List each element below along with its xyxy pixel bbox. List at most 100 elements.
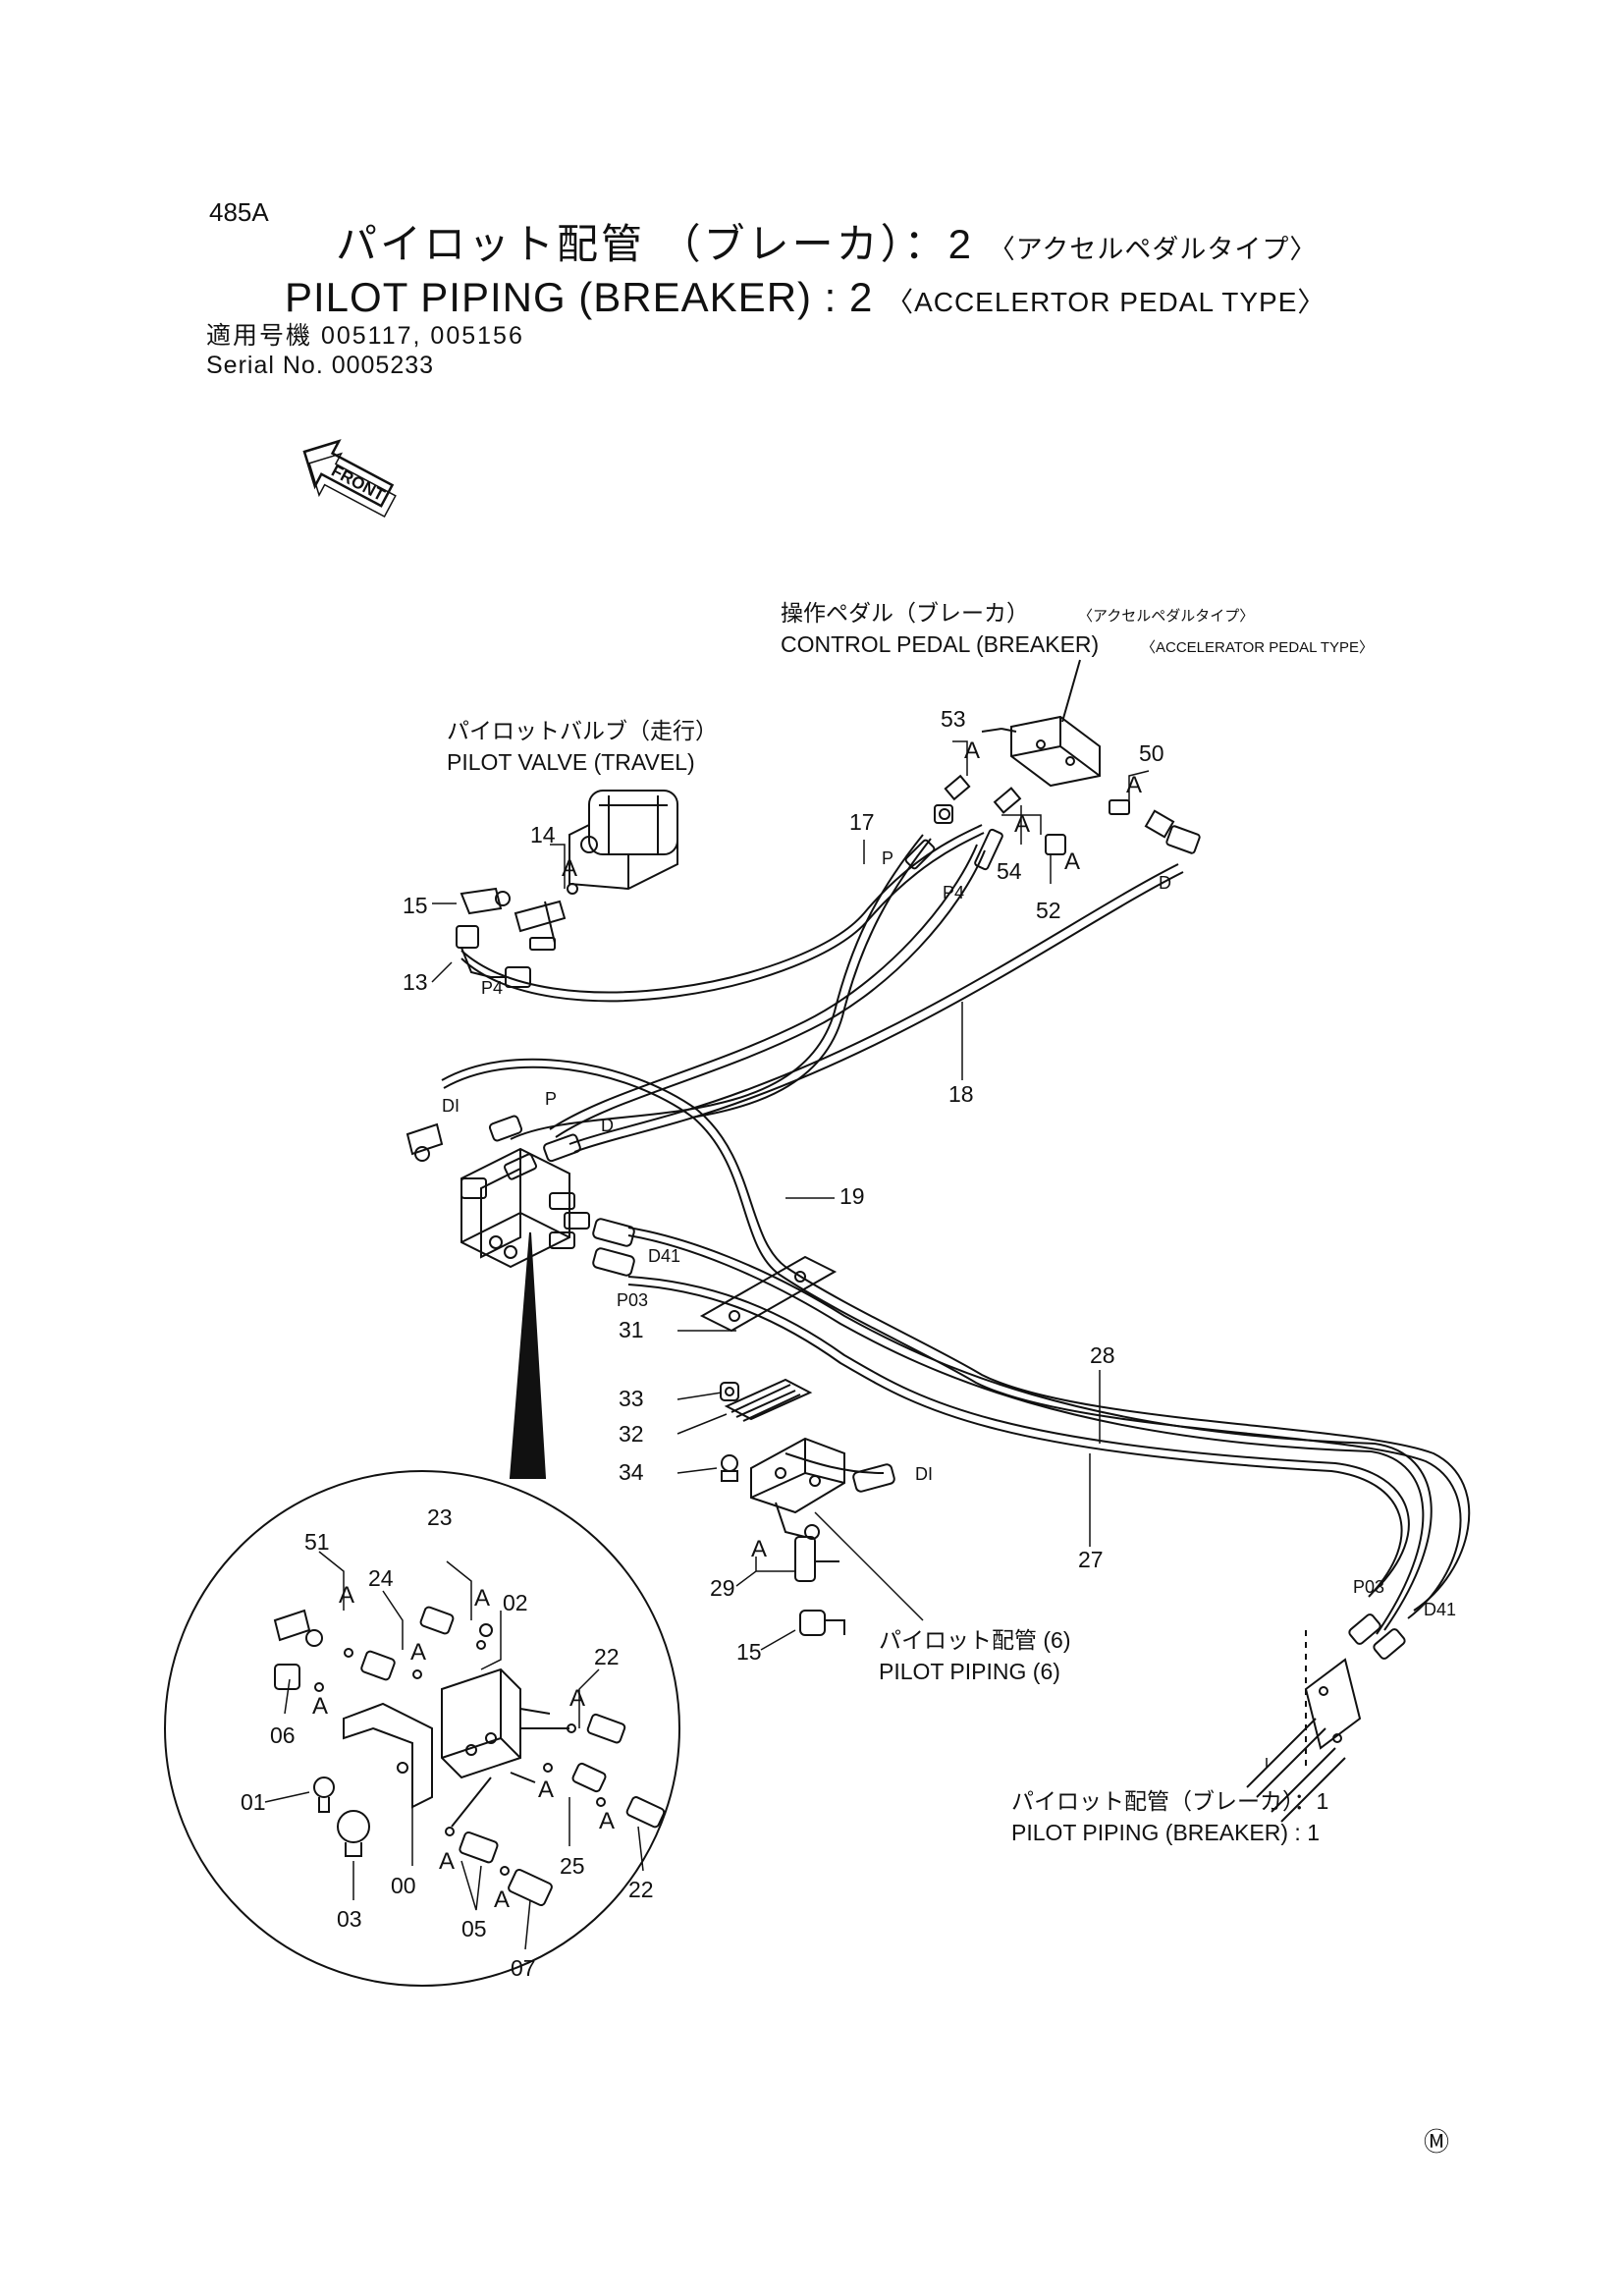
lower-junction-block xyxy=(750,1437,895,1636)
control-pedal-valve xyxy=(981,715,1101,788)
m-mark: Ⓜ xyxy=(1424,2127,1449,2157)
callout-32: 32 xyxy=(619,1421,644,1447)
serial-en-label: Serial No. xyxy=(206,352,324,379)
seal-a-6: A xyxy=(751,1536,767,1562)
callout-07: 07 xyxy=(511,1955,536,1981)
seal-a-13: A xyxy=(599,1808,615,1834)
bracket-plate xyxy=(1304,1658,1362,1750)
callout-01: 01 xyxy=(241,1789,266,1815)
hose-19 xyxy=(441,1058,1471,1612)
title-en-sub: 〈ACCELERTOR PEDAL TYPE〉 xyxy=(886,287,1326,317)
callout-15a: 15 xyxy=(403,893,428,918)
fitting-15-lower xyxy=(799,1610,826,1636)
callout-14: 14 xyxy=(530,822,556,847)
port-p-mid: P xyxy=(545,1089,557,1109)
port-p03-right: P03 xyxy=(1353,1577,1384,1597)
seal-a-15: A xyxy=(494,1886,510,1913)
title-jp-sub: 〈アクセルペダルタイプ〉 xyxy=(988,235,1318,264)
pilot-piping1-jp: パイロット配管（ブレーカ）：1 xyxy=(1011,1788,1328,1814)
seal-a-5: A xyxy=(1126,772,1142,798)
bolt-34 xyxy=(721,1454,738,1472)
callouts: 15 13 14 53 17 54 52 50 18 19 28 27 31 3… xyxy=(241,706,1164,1981)
seal-a-7: A xyxy=(339,1582,354,1609)
hose-p4 xyxy=(549,844,978,1130)
callout-15b: 15 xyxy=(736,1639,762,1665)
page-title-jp: パイロット配管 （ブレーカ）：2 〈アクセルペダルタイプ〉 xyxy=(336,224,1317,265)
callout-25: 25 xyxy=(560,1853,585,1879)
port-p4-left: P4 xyxy=(481,978,503,998)
port-marks: P P4 D P4 DI P D D41 P03 DI P03 D41 xyxy=(442,848,1456,1619)
hose-18 xyxy=(568,863,1179,1145)
serial-en: Serial No. 0005233 xyxy=(206,354,434,378)
callout-23: 23 xyxy=(427,1504,453,1530)
seal-a-10: A xyxy=(569,1685,585,1712)
port-d41-mid: D41 xyxy=(648,1246,680,1266)
spacer-33 xyxy=(720,1382,739,1401)
port-p03-mid: P03 xyxy=(617,1290,648,1310)
port-di-left: DI xyxy=(442,1096,460,1116)
page-code: 485A xyxy=(209,197,269,227)
serial-jp: 適用号機 005117, 005156 xyxy=(206,324,524,349)
callout-29: 29 xyxy=(710,1575,735,1601)
callout-05: 05 xyxy=(461,1916,487,1941)
callout-13: 13 xyxy=(403,969,428,995)
title-en-main: PILOT PIPING (BREAKER) : 2 xyxy=(285,274,874,320)
seal-a-9: A xyxy=(474,1585,490,1612)
seal-a-2: A xyxy=(964,738,980,764)
control-pedal-jp: 操作ペダル（ブレーカ） xyxy=(781,600,1029,626)
callout-34: 34 xyxy=(619,1459,644,1485)
callout-50: 50 xyxy=(1139,740,1164,766)
seal-markers: A A A A A A A A A A A A A A A xyxy=(312,738,1142,1913)
pilot-valve-en: PILOT VALVE (TRAVEL) xyxy=(447,749,695,775)
seal-a-14: A xyxy=(439,1848,455,1875)
fitting-29 xyxy=(794,1536,816,1582)
port-d-top: D xyxy=(1159,873,1171,893)
callout-24: 24 xyxy=(368,1565,394,1591)
callout-53: 53 xyxy=(941,706,966,732)
seal-a-8: A xyxy=(410,1639,426,1666)
callout-27: 27 xyxy=(1078,1547,1104,1572)
callout-02: 02 xyxy=(503,1590,528,1615)
callout-54: 54 xyxy=(997,858,1022,884)
port-di-lower: DI xyxy=(915,1464,933,1484)
callout-18: 18 xyxy=(948,1081,974,1107)
detail-circle xyxy=(164,1470,680,1987)
seal-a-12: A xyxy=(538,1777,554,1803)
callout-52: 52 xyxy=(1036,898,1061,923)
callout-17: 17 xyxy=(849,809,875,835)
detail-contents xyxy=(273,1606,666,1907)
hose-13 xyxy=(460,824,983,994)
control-pedal-jp-sub: 〈アクセルペダルタイプ〉 xyxy=(1078,608,1254,625)
pilot-piping1-en: PILOT PIPING (BREAKER) : 1 xyxy=(1011,1820,1320,1845)
travel-valve-fittings xyxy=(456,883,578,988)
hose-27 xyxy=(627,1276,1410,1592)
callout-31: 31 xyxy=(619,1317,644,1342)
front-arrow-icon: FRONT xyxy=(302,439,397,519)
pilot-valve-travel xyxy=(568,790,678,891)
port-d-mid: D xyxy=(601,1116,614,1135)
callout-33: 33 xyxy=(619,1386,644,1411)
control-pedal-en-sub: 〈ACCELERATOR PEDAL TYPE〉 xyxy=(1141,639,1374,656)
serial-en-value: 0005233 xyxy=(331,352,435,379)
right-hose-ends xyxy=(1246,1613,1406,1823)
pilot-piping6-jp: パイロット配管 (6) xyxy=(879,1627,1071,1653)
clamp-assembly xyxy=(699,1255,838,1482)
control-pedal-leader xyxy=(1061,659,1081,723)
hoses xyxy=(441,824,1471,1635)
callout-19: 19 xyxy=(839,1183,865,1209)
callout-03: 03 xyxy=(337,1906,362,1932)
detail-leader xyxy=(509,1231,547,1479)
clamp-31 xyxy=(699,1255,838,1333)
port-d41-right: D41 xyxy=(1424,1600,1456,1619)
seal-a-11: A xyxy=(312,1693,328,1720)
port-p-top: P xyxy=(882,848,893,868)
leader-lines xyxy=(264,740,1268,1950)
serial-jp-value: 005117, 005156 xyxy=(320,322,524,350)
pedal-fittings xyxy=(904,774,1201,871)
callout-28: 28 xyxy=(1090,1342,1115,1368)
callout-51: 51 xyxy=(304,1529,330,1555)
port-p4-top: P4 xyxy=(943,883,964,902)
callout-06: 06 xyxy=(270,1722,296,1748)
seal-a-1: A xyxy=(562,855,577,882)
